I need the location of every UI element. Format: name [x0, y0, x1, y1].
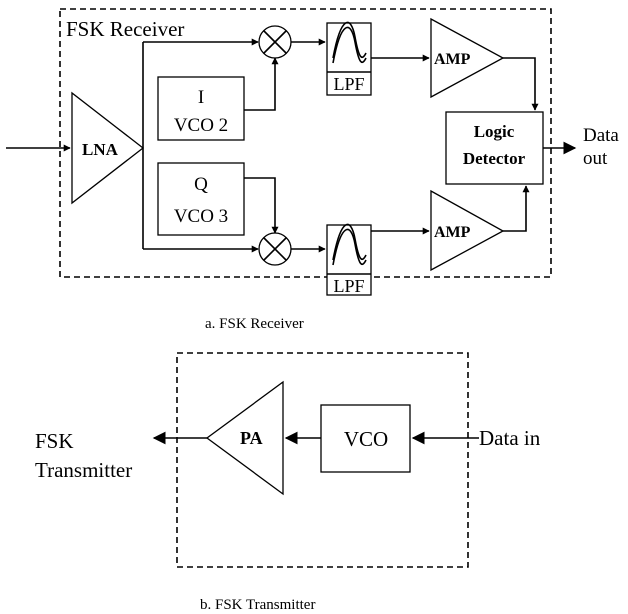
receiver-title: FSK Receiver — [66, 17, 184, 41]
lpf-bottom-wave-2 — [332, 223, 367, 261]
pa-label: PA — [240, 428, 263, 448]
vco-i-to-mixer-arrow — [244, 57, 279, 111]
lpf-bottom-label: LPF — [333, 276, 364, 296]
lna-label: LNA — [82, 140, 119, 159]
vco-q-block — [157, 162, 245, 236]
transmitter-boundary — [176, 352, 469, 568]
lpf-top-label: LPF — [333, 74, 364, 94]
vco-q-label-2: VCO 3 — [174, 206, 228, 227]
amp-bottom-label: AMP — [434, 224, 471, 241]
vco-q-to-mixer-arrow — [244, 177, 279, 234]
vco-i-label-1: I — [198, 87, 204, 108]
vco-i-block — [157, 76, 245, 141]
logic-detector-label-1: Logic — [474, 122, 515, 141]
transmitter-caption: b. FSK Transmitter — [200, 597, 315, 613]
receiver-boundary — [59, 8, 552, 278]
vco-i-label-2: VCO 2 — [174, 115, 228, 136]
logic-detector-label-2: Detector — [463, 149, 526, 168]
data-out-label-2: out — [583, 148, 608, 169]
vco-q-label-1: Q — [194, 174, 208, 195]
amp-bottom-to-logic-arrow — [503, 185, 530, 232]
tx-vco-label: VCO — [344, 427, 388, 451]
amp-top-to-logic-arrow — [503, 57, 539, 111]
logic-detector-block — [445, 111, 544, 185]
amp-bottom — [430, 189, 505, 272]
mixer-top-cross-2 — [263, 30, 287, 54]
lpf-bottom-wave-1 — [332, 228, 367, 266]
lpf-top-wave-2 — [332, 21, 367, 59]
amp-top-label: AMP — [434, 51, 471, 68]
tx-output-label-2: Transmitter — [35, 458, 132, 482]
pa-amplifier — [205, 380, 284, 496]
data-out-label-1: Data — [583, 125, 619, 146]
lna-amplifier — [71, 91, 145, 205]
data-in-label: Data in — [479, 426, 541, 450]
tx-output-label-1: FSK — [35, 429, 74, 453]
mixer-bottom-cross-2 — [263, 237, 287, 261]
receiver-caption: a. FSK Receiver — [205, 316, 304, 332]
lpf-top-wave-1 — [332, 26, 367, 64]
amp-top — [430, 17, 505, 99]
